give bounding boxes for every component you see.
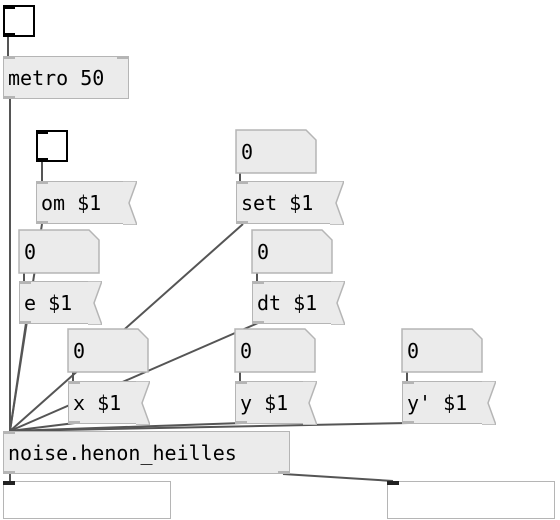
metro-outlet xyxy=(3,96,15,99)
metro-inlet-left xyxy=(3,56,15,59)
dt-message-label: dt $1 xyxy=(257,290,318,315)
number-e-shape xyxy=(17,228,100,274)
yprime-message-flag xyxy=(482,380,496,425)
henon-heilles-label: noise.henon_heilles xyxy=(8,440,237,465)
om-message[interactable]: om $1 xyxy=(36,180,137,225)
x-inlet xyxy=(68,381,80,384)
number-set-value: 0 xyxy=(241,139,254,164)
number-dt[interactable]: 0 xyxy=(250,228,333,274)
yprime-message[interactable]: y' $1 xyxy=(402,380,496,425)
dt-message[interactable]: dt $1 xyxy=(252,280,345,325)
wire-dt-henon xyxy=(9,322,259,432)
wire-e-henon xyxy=(9,322,27,432)
x-message-label: x $1 xyxy=(73,390,122,415)
x-message[interactable]: x $1 xyxy=(68,380,150,425)
number-y[interactable]: 0 xyxy=(233,327,316,373)
om-inlet xyxy=(36,181,48,184)
output-right-box[interactable] xyxy=(387,481,555,519)
e-outlet xyxy=(19,321,31,324)
metro-inlet-right xyxy=(117,56,129,59)
number-yprime-value: 0 xyxy=(407,338,420,363)
om-message-label: om $1 xyxy=(41,190,102,215)
toggle[interactable] xyxy=(3,5,35,37)
e-message[interactable]: e $1 xyxy=(19,280,102,325)
om-message-flag xyxy=(123,180,137,225)
output-right-inlet xyxy=(387,481,399,485)
number-dt-shape xyxy=(250,228,333,274)
wire-set-henon xyxy=(9,223,244,432)
number-set[interactable]: 0 xyxy=(234,128,317,174)
bang-button[interactable] xyxy=(36,130,68,162)
y-outlet xyxy=(235,421,247,424)
e-message-label: e $1 xyxy=(24,290,73,315)
metro-object[interactable]: metro 50 xyxy=(3,56,129,99)
number-set-shape xyxy=(234,128,317,174)
number-x-value: 0 xyxy=(73,338,86,363)
x-message-flag xyxy=(136,380,150,425)
y-inlet xyxy=(235,381,247,384)
number-e-value: 0 xyxy=(24,239,37,264)
y-message[interactable]: y $1 xyxy=(235,380,317,425)
wire-henon-out-right xyxy=(282,473,394,482)
number-y-shape xyxy=(233,327,316,373)
metro-label: metro 50 xyxy=(8,65,105,90)
e-inlet xyxy=(19,281,31,284)
set-message[interactable]: set $1 xyxy=(236,180,344,225)
yprime-inlet xyxy=(402,381,414,384)
om-outlet xyxy=(36,221,48,224)
number-yprime-shape xyxy=(400,327,483,373)
wire-yprime-henon xyxy=(9,422,410,432)
y-message-flag xyxy=(303,380,317,425)
x-outlet xyxy=(68,421,80,424)
yprime-message-label: y' $1 xyxy=(407,390,468,415)
henon-heilles-object[interactable]: noise.henon_heilles xyxy=(3,431,290,474)
dt-inlet xyxy=(252,281,264,284)
set-message-label: set $1 xyxy=(241,190,314,215)
number-dt-value: 0 xyxy=(257,239,270,264)
output-left-box[interactable] xyxy=(3,481,171,519)
dt-outlet xyxy=(252,321,264,324)
output-left-inlet xyxy=(3,481,15,485)
set-inlet xyxy=(236,181,248,184)
set-outlet xyxy=(236,221,248,224)
number-x-shape xyxy=(66,327,149,373)
henon-outlet-left xyxy=(3,471,15,474)
e-message-flag xyxy=(88,280,102,325)
dt-message-flag xyxy=(331,280,345,325)
number-e[interactable]: 0 xyxy=(17,228,100,274)
set-message-flag xyxy=(330,180,344,225)
henon-outlet-right xyxy=(278,471,290,474)
y-message-label: y $1 xyxy=(240,390,289,415)
number-yprime[interactable]: 0 xyxy=(400,327,483,373)
number-y-value: 0 xyxy=(240,338,253,363)
yprime-outlet xyxy=(402,421,414,424)
number-x[interactable]: 0 xyxy=(66,327,149,373)
henon-inlet xyxy=(3,431,15,434)
